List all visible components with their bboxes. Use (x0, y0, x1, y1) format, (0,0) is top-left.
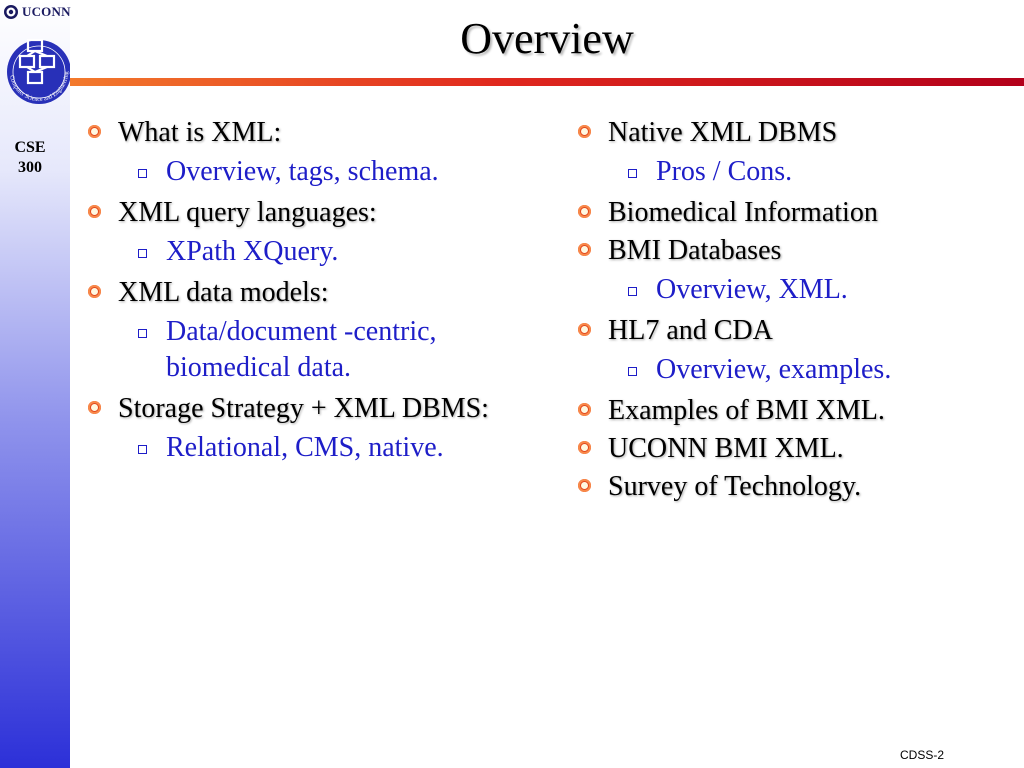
bullet-item: Survey of Technology. (572, 470, 1012, 504)
square-bullet-icon (138, 249, 147, 258)
bullet-item: What is XML: (82, 116, 522, 150)
bullet-text: Native XML DBMS (608, 117, 838, 148)
bullet-text: Biomedical Information (608, 197, 878, 228)
bullet-text: HL7 and CDA (608, 315, 773, 346)
course-code-line1: CSE (14, 139, 46, 156)
bullet-text: XML data models: (118, 277, 329, 308)
sub-bullet-item: Overview, XML. (572, 272, 1012, 308)
round-bullet-icon (88, 285, 101, 298)
slide-title: Overview (460, 14, 634, 63)
sub-bullet-item: XPath XQuery. (82, 234, 522, 270)
bullet-text: Survey of Technology. (608, 471, 862, 502)
bullet-item: Native XML DBMS (572, 116, 1012, 150)
round-bullet-icon (578, 205, 591, 218)
square-bullet-icon (138, 445, 147, 454)
sidebar: UCONN Computer Science and Engineering (0, 0, 71, 768)
sub-bullet-item: Overview, examples. (572, 352, 1012, 388)
round-bullet-icon (578, 479, 591, 492)
sub-bullet-text: Data/document -centric, biomedical data. (166, 316, 437, 383)
course-code-line2: 300 (18, 159, 42, 176)
round-bullet-icon (88, 401, 101, 414)
computer-network-icon: Computer Science and Engineering (7, 38, 71, 104)
cse-logo: Computer Science and Engineering (0, 26, 71, 131)
sub-bullet-item: Pros / Cons. (572, 154, 1012, 190)
sub-bullet-text: Overview, tags, schema. (166, 156, 439, 187)
bullet-text: UCONN BMI XML. (608, 433, 844, 464)
bullet-item: UCONN BMI XML. (572, 432, 1012, 466)
uconn-brand-text: UCONN (22, 4, 71, 19)
bullet-item: Storage Strategy + XML DBMS: (82, 392, 522, 426)
sub-bullet-item: Overview, tags, schema. (82, 154, 522, 190)
right-column: Native XML DBMS Pros / Cons. Biomedical In… (572, 112, 1012, 506)
sub-bullet-text: XPath XQuery. (166, 236, 339, 267)
round-bullet-icon (88, 125, 101, 138)
round-bullet-icon (578, 243, 591, 256)
round-bullet-icon (578, 441, 591, 454)
round-bullet-icon (578, 125, 591, 138)
square-bullet-icon (628, 367, 637, 376)
bullet-text: What is XML: (118, 117, 282, 148)
square-bullet-icon (138, 329, 147, 338)
bullet-item: XML query languages: (82, 196, 522, 230)
square-bullet-icon (628, 287, 637, 296)
bullet-item: HL7 and CDA (572, 314, 1012, 348)
bullet-item: Examples of BMI XML. (572, 394, 1012, 428)
uconn-seal-icon (4, 5, 18, 19)
bullet-text: Examples of BMI XML. (608, 395, 885, 426)
course-code: CSE 300 (0, 138, 60, 178)
bullet-text: BMI Databases (608, 235, 782, 266)
left-column: What is XML: Overview, tags, schema. XML q… (82, 112, 522, 472)
round-bullet-icon (88, 205, 101, 218)
sub-bullet-text: Overview, examples. (656, 354, 892, 385)
slide-footer: CDSS-2 (899, 748, 944, 762)
sub-bullet-text: Pros / Cons. (656, 156, 793, 187)
bullet-text: Storage Strategy + XML DBMS: (118, 393, 489, 424)
title-divider (70, 78, 1024, 86)
square-bullet-icon (628, 169, 637, 178)
round-bullet-icon (578, 403, 591, 416)
sub-bullet-text: Relational, CMS, native. (166, 432, 444, 463)
uconn-brand: UCONN (3, 3, 71, 21)
sub-bullet-item: Relational, CMS, native. (82, 430, 522, 466)
sub-bullet-text: Overview, XML. (656, 274, 848, 305)
round-bullet-icon (578, 323, 591, 336)
bullet-item: XML data models: (82, 276, 522, 310)
sub-bullet-item: Data/document -centric, biomedical data. (82, 314, 522, 386)
square-bullet-icon (138, 169, 147, 178)
bullet-item: BMI Databases (572, 234, 1012, 268)
bullet-item: Biomedical Information (572, 196, 1012, 230)
bullet-text: XML query languages: (118, 197, 377, 228)
